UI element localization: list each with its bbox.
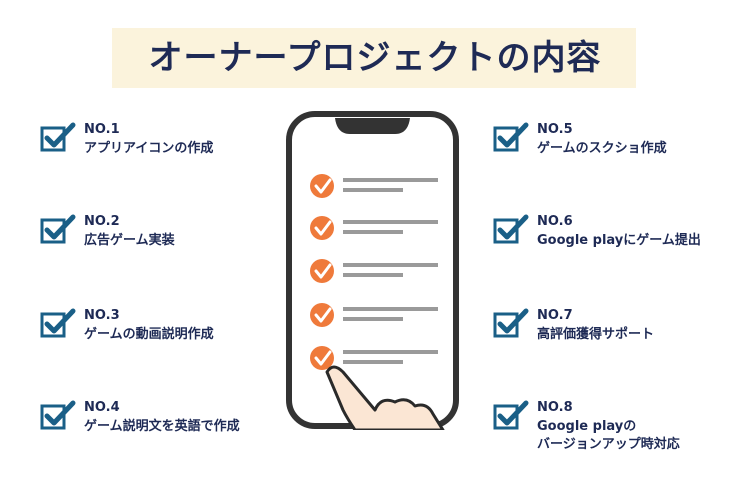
item-number: NO.3 [84,308,120,323]
checkbox-icon [40,400,76,430]
checkbox-icon [40,214,76,244]
item-label: ゲームのスクショ作成 [537,141,667,156]
item-number: NO.4 [84,400,120,415]
checklist-row [310,174,438,198]
checkbox-icon [493,308,529,338]
checklist-row [310,216,438,240]
checkbox-icon [493,214,529,244]
checkmark-circle-icon [310,303,334,327]
checklist-row [310,259,438,283]
checkbox-icon [40,308,76,338]
title-highlight [112,28,636,88]
checkmark-circle-icon [310,259,334,283]
item-number: NO.7 [537,308,573,323]
item-number: NO.2 [84,214,120,229]
smartphone-illustration [286,111,459,430]
item-number: NO.5 [537,122,573,137]
checklist-row [310,346,438,370]
item-label: アプリアイコンの作成 [84,141,214,156]
item-number: NO.1 [84,122,120,137]
item-label: ゲーム説明文を英語で作成 [84,419,240,434]
item-number: NO.8 [537,400,573,415]
item-label: ゲームの動画説明作成 [84,327,214,342]
item-label: Google playにゲーム提出 [537,233,701,248]
item-label: Google playの バージョンアップ時対応 [537,419,680,452]
checklist-row [310,303,438,327]
item-label: 広告ゲーム実装 [84,233,175,248]
item-number: NO.6 [537,214,573,229]
checkbox-icon [40,122,76,152]
page-title: オーナープロジェクトの内容 [148,38,602,78]
item-label: 高評価獲得サポート [537,327,655,342]
checkmark-circle-icon [310,174,334,198]
pointing-hand-icon [325,365,445,430]
checkmark-circle-icon [310,216,334,240]
checkbox-icon [493,400,529,430]
checkmark-circle-icon [310,346,334,370]
checkbox-icon [493,122,529,152]
